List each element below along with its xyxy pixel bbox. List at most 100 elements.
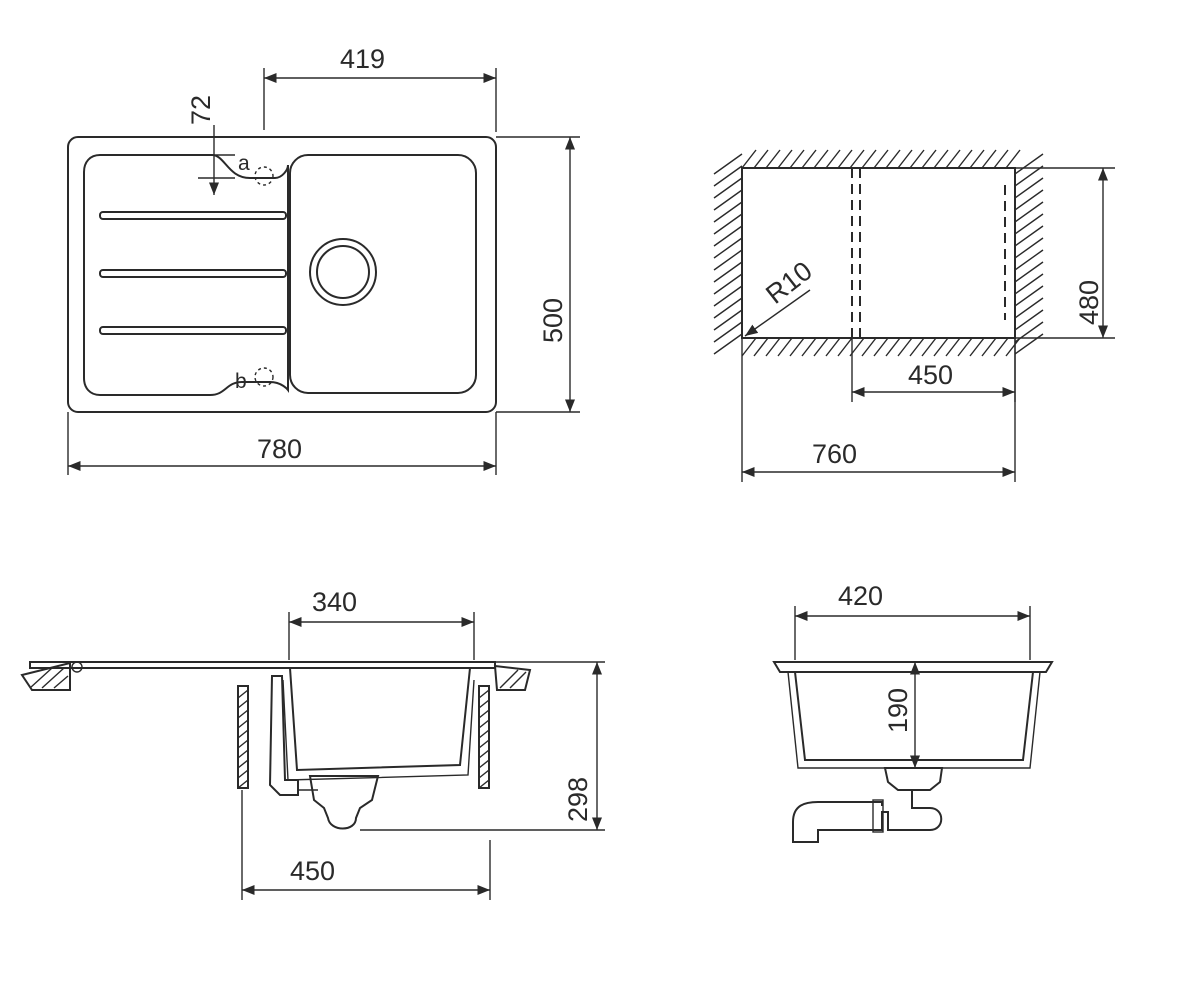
hatch-line: [1014, 285, 1044, 307]
hatch-line: [713, 213, 743, 235]
dim-760-label: 760: [812, 439, 857, 469]
front-section-view: 420 190: [772, 581, 1054, 843]
hatch-line: [861, 337, 877, 357]
hatch-line: [861, 149, 877, 169]
hatch-line: [713, 189, 743, 211]
side-section-view: 340 298 450: [20, 587, 605, 900]
hatch-line: [789, 337, 805, 357]
hatch-line: [1014, 165, 1044, 187]
hatch-line: [237, 769, 249, 779]
dim-500-label: 500: [538, 298, 568, 343]
hatch-line: [1014, 201, 1044, 223]
mark-a-label: a: [238, 152, 250, 175]
hatch-line: [478, 769, 490, 779]
hatch-line: [713, 177, 743, 199]
hatch-line: [873, 337, 889, 357]
top-view: a b 419 72 500 780: [67, 44, 580, 475]
drain-rib-1: [99, 211, 287, 220]
front-bowl-inner: [787, 671, 1041, 769]
hatch-line: [237, 749, 249, 759]
hatch-line: [909, 337, 925, 357]
overflow-hole: [71, 661, 83, 673]
hatch-line: [933, 337, 949, 357]
hatch-line: [753, 337, 769, 357]
cutout-view: R10 480 450 760: [713, 149, 1115, 482]
hatch-line: [741, 149, 757, 169]
dim-190-label: 190: [883, 688, 913, 733]
hatch-line: [933, 149, 949, 169]
hatch-line: [957, 149, 973, 169]
hatch-line: [897, 337, 913, 357]
hatch-line: [713, 153, 743, 175]
hatch-line: [909, 149, 925, 169]
bowl-section: [289, 667, 471, 772]
cutout-hatching: [713, 149, 1044, 357]
hatch-line: [478, 779, 490, 789]
hatch-line: [478, 709, 490, 719]
hatch-line: [837, 149, 853, 169]
drain-rib-2: [99, 269, 287, 278]
hatch-line: [813, 149, 829, 169]
hatch-line: [741, 337, 757, 357]
hatch-line: [237, 779, 249, 789]
hatch-line: [713, 273, 743, 295]
hatch-line: [478, 739, 490, 749]
hatch-line: [993, 149, 1009, 169]
hatch-line: [765, 337, 781, 357]
hatch-line: [713, 201, 743, 223]
hatch-line: [478, 729, 490, 739]
hatch-line: [237, 759, 249, 769]
hatch-line: [1014, 213, 1044, 235]
hatch-line: [478, 699, 490, 709]
dim-298-label: 298: [563, 777, 593, 822]
hatch-line: [885, 337, 901, 357]
dim-480-label: 480: [1074, 280, 1104, 325]
hatch-line: [1014, 153, 1044, 175]
hatch-line: [1014, 273, 1044, 295]
cabinet-wall-right: [478, 685, 490, 789]
hatch-line: [873, 149, 889, 169]
hatch-line: [777, 337, 793, 357]
drain-outer: [309, 238, 377, 306]
hatch-line: [713, 237, 743, 259]
hatch-line: [478, 719, 490, 729]
hatch-line: [1005, 149, 1021, 169]
mark-b-label: b: [235, 370, 247, 393]
dim-419-label: 419: [340, 44, 385, 74]
hatch-line: [478, 749, 490, 759]
dim-72-label: 72: [186, 95, 216, 125]
hatch-line: [981, 337, 997, 357]
hatch-line: [1014, 189, 1044, 211]
hatch-line: [1014, 237, 1044, 259]
hatch-line: [981, 149, 997, 169]
drainboard-recess: [83, 154, 289, 396]
hatch-line: [825, 149, 841, 169]
hatch-line: [945, 337, 961, 357]
hatch-line: [478, 759, 490, 769]
hatch-line: [789, 149, 805, 169]
overflow-pipe: [268, 675, 299, 796]
hatch-line: [478, 689, 490, 699]
front-drain: [883, 767, 944, 791]
hatch-line: [813, 337, 829, 357]
hatch-line: [825, 337, 841, 357]
hatch-line: [237, 699, 249, 709]
hatch-line: [969, 149, 985, 169]
hatch-line: [713, 333, 743, 355]
bowl-outline: [289, 154, 477, 394]
hatch-line: [753, 149, 769, 169]
drain-trap: [308, 775, 380, 830]
hatch-line: [1014, 321, 1044, 343]
hatch-line: [837, 337, 853, 357]
hatch-line: [237, 719, 249, 729]
hatch-line: [1014, 297, 1044, 319]
hatch-line: [1014, 177, 1044, 199]
hatch-line: [713, 321, 743, 343]
hatch-line: [713, 249, 743, 271]
hatch-line: [713, 261, 743, 283]
radius-label: R10: [760, 256, 818, 310]
hatch-line: [713, 285, 743, 307]
dim-450-side-label: 450: [290, 856, 335, 886]
hatch-line: [897, 149, 913, 169]
hatch-line: [1005, 337, 1021, 357]
